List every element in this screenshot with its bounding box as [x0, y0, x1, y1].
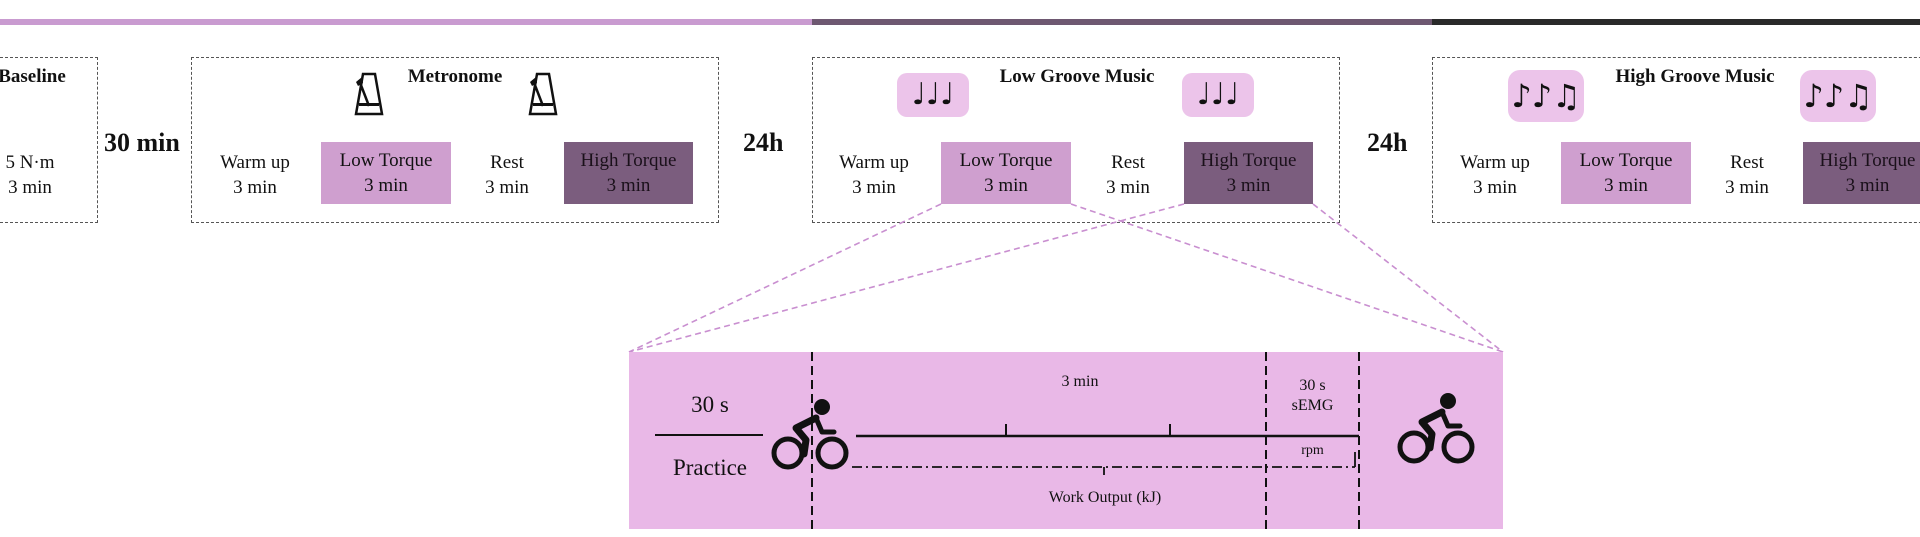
metronome-icon	[528, 72, 558, 116]
trial-detail-panel	[629, 352, 1503, 529]
progress-bar-segment-2	[812, 19, 1432, 25]
session-title: Low Groove Music	[999, 66, 1155, 87]
cyclist-icon	[1397, 393, 1475, 464]
session-box-metronome	[191, 57, 719, 223]
main-duration-label: 3 min	[1061, 373, 1099, 390]
practice-label: Practice	[672, 455, 748, 480]
work-output-label: Work Output (kJ)	[1048, 489, 1162, 506]
music-notes-icon: ♩♩♩	[897, 73, 969, 117]
baseline-title: Baseline	[0, 66, 66, 87]
progress-bar-segment-1	[0, 19, 812, 25]
beamed-notes-icon: ♪♪♫	[1800, 70, 1876, 122]
interval-24h-2: 24h	[1367, 128, 1408, 157]
rpm-label: rpm	[1301, 443, 1324, 458]
baseline-box	[0, 57, 98, 223]
semg-time-label: 30 s	[1299, 377, 1326, 394]
session-title: High Groove Music	[1615, 66, 1775, 87]
music-notes-icon: ♩♩♩	[1182, 73, 1254, 117]
metronome-icon	[354, 72, 384, 116]
interval-24h-1: 24h	[743, 128, 784, 157]
interval-30-min: 30 min	[104, 128, 180, 157]
semg-label: sEMG	[1291, 397, 1334, 414]
session-box-low-groove	[812, 57, 1340, 223]
practice-duration: 30 s	[691, 392, 729, 417]
session-title: Metronome	[407, 66, 503, 87]
baseline-duration: 3 min	[8, 177, 52, 198]
baseline-torque: 5 N·m	[5, 152, 55, 173]
progress-bar-segment-3	[1432, 19, 1920, 25]
session-box-high-groove	[1432, 57, 1920, 223]
beamed-notes-icon: ♪♪♫	[1508, 70, 1584, 122]
cyclist-icon	[771, 399, 849, 470]
